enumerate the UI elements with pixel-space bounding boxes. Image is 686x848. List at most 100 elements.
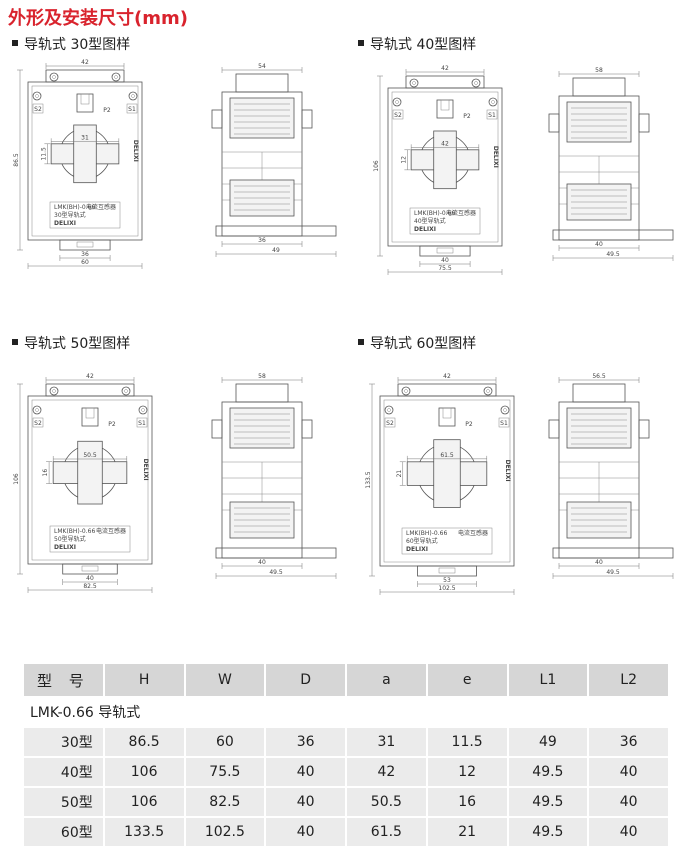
table-cell: 40 (264, 756, 347, 788)
dimension-label: 40 (595, 559, 603, 566)
table-cell: 36 (587, 726, 670, 758)
table-cell: 40 (264, 816, 347, 848)
mounting-hole-center-icon (35, 408, 39, 412)
top-clip-inner (80, 93, 90, 105)
primary-p2-label: P2 (103, 107, 111, 114)
name-plate (49, 525, 131, 553)
top-clip-inner (440, 99, 450, 111)
dimension-label: 133.5 (365, 471, 372, 488)
table-cell: 102.5 (183, 816, 267, 848)
mounting-hole-center-icon (404, 389, 408, 393)
rail-base (419, 245, 471, 257)
mounting-hole-icon (384, 405, 394, 415)
dimension-label: 42 (86, 373, 94, 380)
table-cell: 49.5 (506, 816, 590, 848)
terminal-s2-label: S2 (34, 106, 42, 113)
table-cell-model: 40型 (22, 756, 105, 788)
plate-series: 60型导轨式 (406, 537, 438, 545)
plate-series: 30型导轨式 (54, 211, 86, 219)
dimension-label: 31 (81, 134, 89, 141)
primary-p2-label: P2 (108, 421, 116, 428)
table-cell: 106 (102, 756, 186, 788)
mounting-hole-center-icon (491, 100, 495, 104)
terminal-s1-label: S1 (128, 106, 136, 113)
mounting-hole-icon (49, 386, 59, 396)
dimension-label: 40 (258, 559, 266, 566)
plate-series: 50型导轨式 (54, 535, 86, 543)
plate-brand: DELIXI (54, 220, 76, 227)
side-top-ear (572, 77, 626, 97)
table-cell: 21 (425, 816, 509, 848)
brand-vertical: DELIXI (132, 140, 139, 162)
plate-model: LMK(BH)-0.66 (54, 528, 95, 535)
mounting-hole-center-icon (387, 408, 391, 412)
section-title-60: 导轨式 60型图样 (358, 333, 476, 353)
mounting-hole-icon (500, 405, 510, 415)
mounting-hole-icon (483, 386, 493, 396)
top-clip-inner (85, 407, 95, 419)
terminal-s2-box (32, 417, 44, 428)
dimension-label: 53 (443, 577, 451, 584)
right-terminal-tab (638, 113, 650, 133)
bullet-icon (12, 339, 18, 345)
mounting-hole-icon (401, 386, 411, 396)
table-cell-model: 30型 (22, 726, 105, 758)
mounting-hole-icon (409, 78, 419, 88)
page-title: 外形及安装尺寸(mm) (8, 8, 188, 29)
top-clip (438, 407, 456, 427)
table-cell: 40 (264, 786, 347, 818)
bullet-icon (358, 40, 364, 46)
dimension-label: 42 (441, 140, 449, 147)
rail-clip (438, 567, 456, 574)
name-plate (401, 527, 493, 555)
table-cell: 60 (183, 726, 267, 758)
plate-type: 电流互感器 (458, 529, 488, 537)
table-cell: 40 (587, 786, 670, 818)
table-cell: 49.5 (506, 786, 590, 818)
section-title-50: 导轨式 50型图样 (12, 333, 130, 353)
mounting-hole-center-icon (395, 100, 399, 104)
top-clip (81, 407, 99, 427)
mounting-hole-center-icon (486, 389, 490, 393)
primary-p2-label: P2 (465, 421, 473, 428)
rail-base (62, 563, 118, 575)
transformer-body-inner (31, 399, 149, 561)
rail-clip (81, 565, 99, 572)
terminal-s1-box (136, 417, 148, 428)
terminal-s1-box (486, 109, 498, 120)
plate-brand: DELIXI (406, 546, 428, 553)
brand-vertical: DELIXI (492, 146, 499, 168)
window-vertical-slot (73, 124, 97, 184)
table-header: e (425, 662, 509, 698)
dimension-label: 86.5 (13, 153, 20, 167)
left-terminal-tab (211, 419, 223, 439)
transformer-body-inner (31, 85, 139, 237)
terminal-s1-label: S1 (500, 420, 508, 427)
side-rail-base (552, 229, 674, 241)
dimension-label: 40 (441, 257, 449, 264)
table-header-row: 型 号 H W D a e L1 L2 (22, 662, 670, 698)
mounting-hole-center-icon (412, 81, 416, 85)
left-terminal-tab (548, 419, 560, 439)
plate-series: 40型导轨式 (414, 217, 446, 225)
table-header: a (345, 662, 428, 698)
dimension-label: 58 (258, 373, 266, 380)
primary-p2-label: P2 (463, 113, 471, 120)
table-cell: 40 (587, 816, 670, 848)
plate-model: LMK(BH)-0.66 (414, 210, 455, 217)
window-vertical-slot (433, 130, 457, 190)
mounting-hole-icon (128, 91, 138, 101)
top-clip (76, 93, 94, 113)
table-cell: 11.5 (425, 726, 509, 758)
plate-brand: DELIXI (54, 544, 76, 551)
dimension-label: 16 (42, 469, 49, 477)
mounting-hole-center-icon (141, 408, 145, 412)
